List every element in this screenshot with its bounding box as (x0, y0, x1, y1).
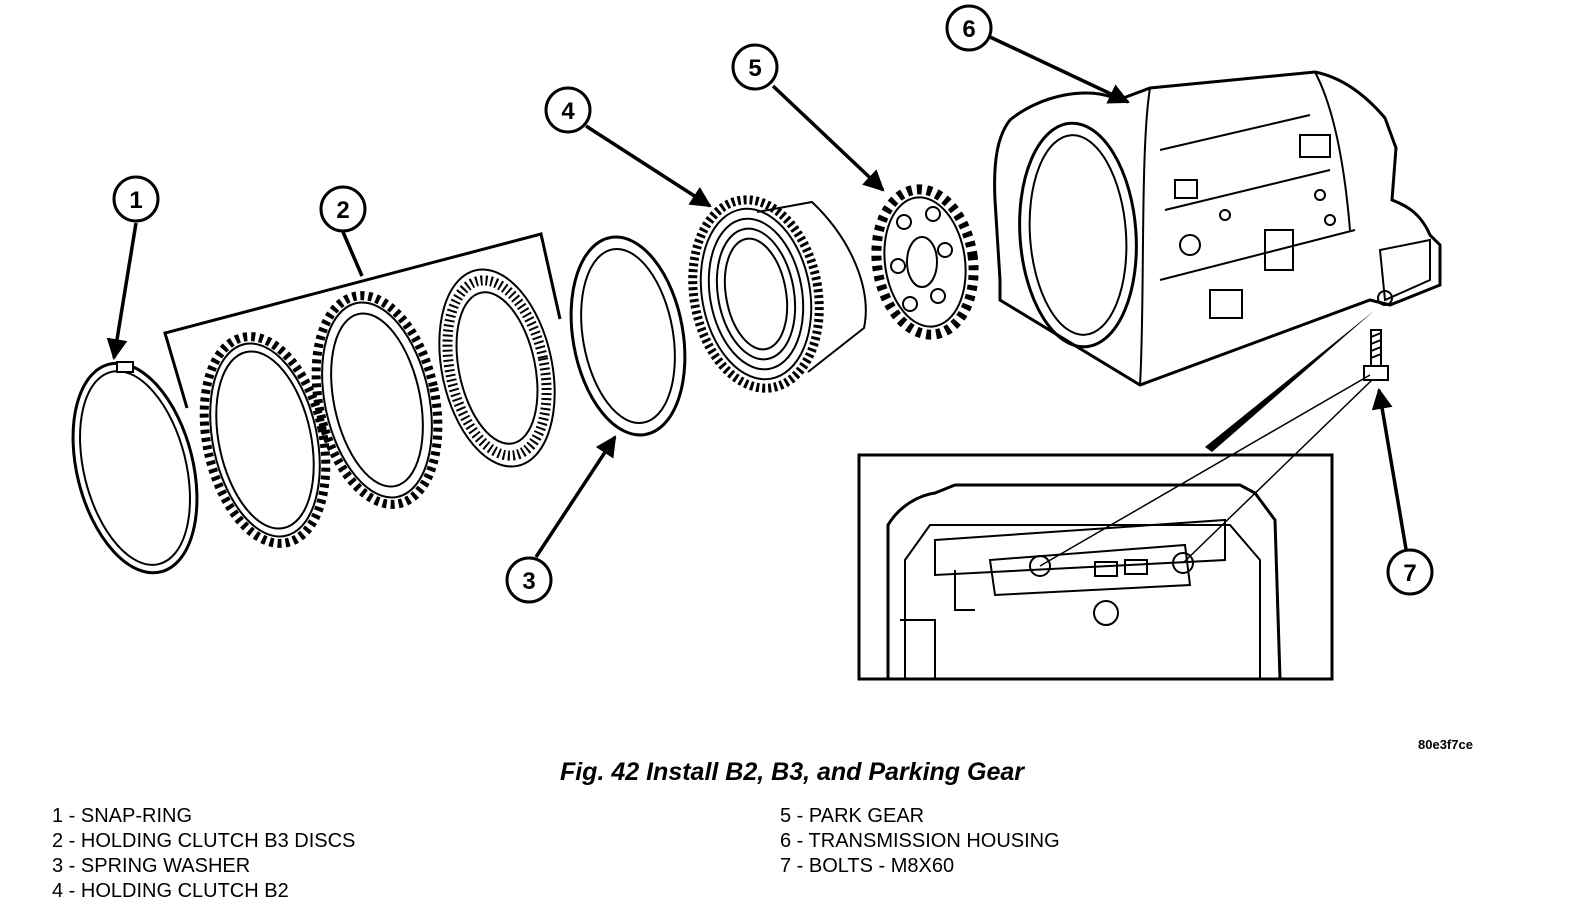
figure-id: 80e3f7ce (1418, 737, 1473, 752)
legend-item: 7 - BOLTS - M8X60 (780, 855, 955, 877)
snap-ring-part (71, 361, 199, 575)
bolt-part (1363, 329, 1389, 381)
arrow-1 (106, 222, 138, 361)
callout-7-label: 7 (1403, 560, 1416, 587)
legend-item: 6 - TRANSMISSION HOUSING (780, 830, 1060, 852)
arrow-5 (771, 84, 885, 192)
clutch-disc-3 (438, 268, 556, 468)
callout-4: 4 (544, 86, 592, 134)
callout-6: 6 (945, 4, 993, 52)
legend-item: 4 - HOLDING CLUTCH B2 (52, 880, 289, 902)
arrows (106, 35, 1408, 558)
callout-3-label: 3 (522, 568, 535, 595)
figure-caption: Fig. 42 Install B2, B3, and Parking Gear (559, 758, 1025, 786)
arrow-3 (534, 435, 617, 558)
detail-inset (857, 453, 1334, 681)
group-bracket (163, 232, 562, 409)
spring-washer-part (569, 235, 687, 437)
legend-left: 1 - SNAP-RING 2 - HOLDING CLUTCH B3 DISC… (52, 804, 355, 904)
inset-connector (1205, 310, 1375, 452)
callout-3: 3 (505, 556, 553, 604)
arrow-2 (341, 231, 364, 277)
legend-item: 5 - PARK GEAR (780, 805, 925, 827)
legend-item: 3 - SPRING WASHER (52, 855, 251, 877)
arrow-6 (989, 35, 1130, 104)
callout-4-label: 4 (561, 98, 575, 125)
bolt-leader-2 (1182, 379, 1373, 564)
clutch-disc-2 (311, 291, 443, 509)
callout-2: 2 (319, 185, 367, 233)
callout-7: 7 (1386, 548, 1434, 596)
arrow-4 (585, 124, 712, 208)
holding-clutch-b2-part (688, 195, 867, 393)
callout-5-label: 5 (748, 55, 761, 82)
transmission-housing-part (993, 70, 1442, 387)
arrow-7 (1371, 387, 1408, 550)
legend-item: 1 - SNAP-RING (52, 805, 193, 827)
legend-right: 5 - PARK GEAR 6 - TRANSMISSION HOUSING 7… (780, 804, 1060, 879)
legend-item: 2 - HOLDING CLUTCH B3 DISCS (52, 830, 356, 852)
callout-1: 1 (112, 175, 160, 223)
clutch-disc-1 (199, 332, 331, 548)
callout-6-label: 6 (962, 16, 975, 43)
callout-2-label: 2 (336, 197, 349, 224)
callout-1-label: 1 (129, 187, 142, 214)
callout-5: 5 (731, 43, 779, 91)
park-gear-part (871, 184, 979, 340)
bolt-leader-1 (1039, 374, 1371, 567)
